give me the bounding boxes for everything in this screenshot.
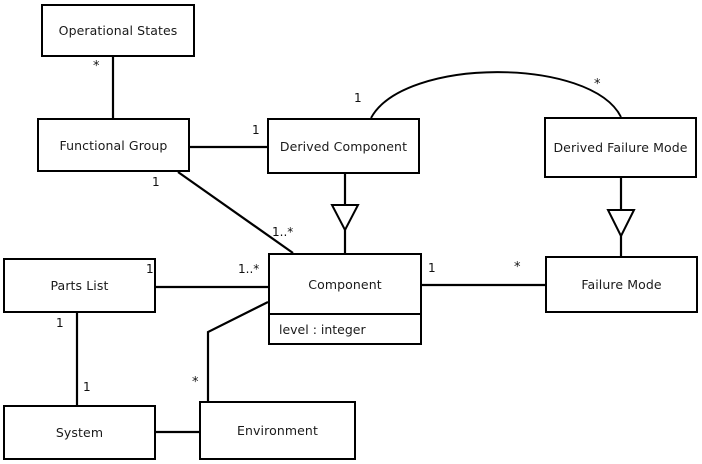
multiplicity-derived-failure-mode-arc: * — [594, 77, 601, 92]
class-name-failure-mode: Failure Mode — [581, 277, 662, 292]
class-name-derived-failure-mode: Derived Failure Mode — [553, 140, 688, 155]
class-box-derived-failure-mode[interactable]: Derived Failure Mode — [544, 117, 697, 178]
edge-environment-component — [206, 301, 269, 401]
class-name-environment: Environment — [237, 423, 318, 438]
edge-functional-group-component — [177, 171, 294, 254]
multiplicity-system-parts-list: 1 — [83, 380, 91, 394]
class-name-derived-component: Derived Component — [279, 138, 408, 154]
class-box-system[interactable]: System — [3, 405, 156, 460]
multiplicity-operational-states: * — [93, 59, 100, 74]
class-name-operational-states: Operational States — [58, 23, 178, 38]
multiplicity-parts-list-component: 1 — [146, 262, 154, 276]
class-box-derived-component[interactable]: Derived Component — [267, 118, 420, 174]
multiplicity-functional-group-component: 1 — [152, 175, 160, 189]
class-attribute-component-level: level : integer — [270, 313, 420, 343]
class-name-system: System — [55, 425, 104, 440]
multiplicity-component-parts-list: 1..* — [238, 262, 260, 276]
class-box-parts-list[interactable]: Parts List — [3, 258, 156, 313]
multiplicity-derived-component-arc: 1 — [354, 91, 362, 105]
class-name-component: Component — [308, 276, 382, 292]
multiplicity-environment-component: * — [192, 375, 199, 390]
multiplicity-parts-list-system: 1 — [56, 316, 64, 330]
generalization-triangle-derived-component — [330, 204, 360, 233]
multiplicity-failure-mode-component: * — [514, 260, 521, 275]
class-box-component[interactable]: Component level : integer — [268, 253, 422, 345]
class-box-failure-mode[interactable]: Failure Mode — [545, 256, 698, 313]
class-box-functional-group[interactable]: Functional Group — [37, 118, 190, 172]
class-box-environment[interactable]: Environment — [199, 401, 356, 460]
class-name-parts-list: Parts List — [50, 278, 109, 293]
class-name-functional-group: Functional Group — [59, 137, 168, 153]
generalization-triangle-derived-failure-mode — [606, 209, 636, 239]
multiplicity-component-failure-mode: 1 — [428, 261, 436, 275]
edge-derived-component-derived-failure-mode — [370, 71, 622, 119]
multiplicity-derived-component-functional-group: 1 — [252, 123, 260, 137]
multiplicity-component-functional-group: 1..* — [272, 225, 294, 239]
class-box-operational-states[interactable]: Operational States — [41, 4, 195, 57]
